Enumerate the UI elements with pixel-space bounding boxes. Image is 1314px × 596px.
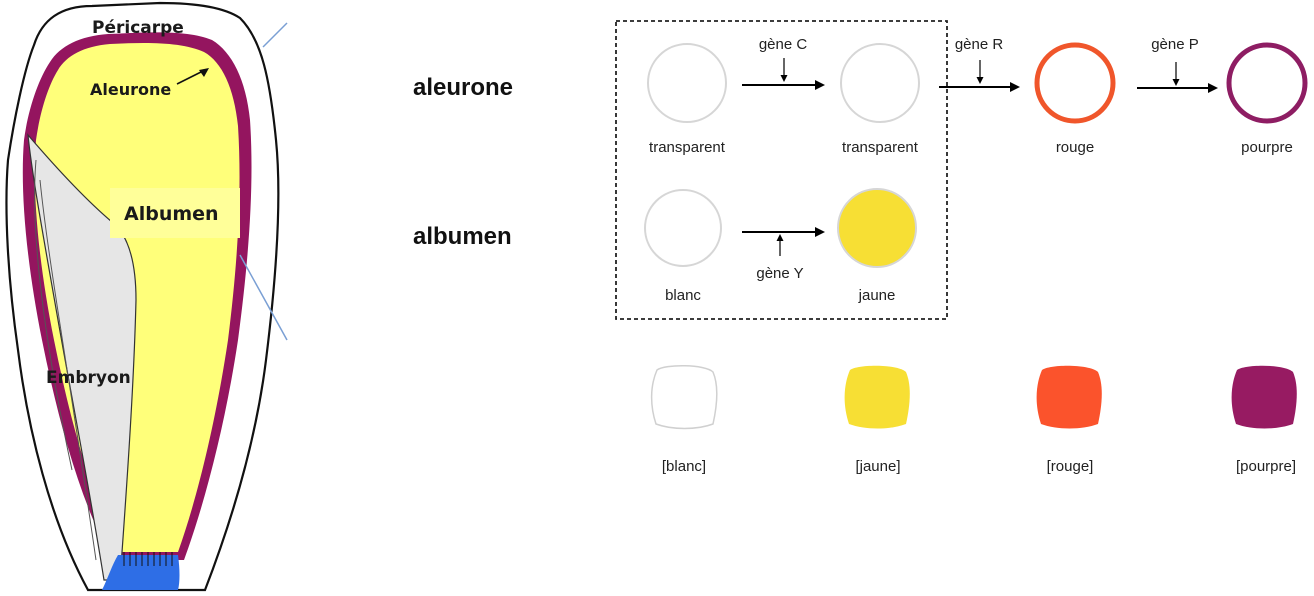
node-aleurone-transparent-2	[840, 43, 920, 123]
phenotype-shape-jaune	[844, 365, 910, 429]
node-albumen-jaune	[837, 188, 917, 268]
gene-c-label: gène C	[759, 36, 808, 53]
label-aleurone: Aleurone	[90, 80, 171, 99]
phenotype-shape-pourpre	[1231, 365, 1297, 429]
dashed-box	[615, 20, 948, 320]
base-fringe	[123, 552, 173, 566]
node-aleurone-rouge	[1034, 42, 1116, 124]
label-pericarp: Péricarpe	[92, 18, 184, 38]
label-albumen: Albumen	[124, 203, 219, 225]
label-aleurone-node-2: transparent	[842, 139, 919, 156]
embryo-inner-line	[39, 179, 97, 561]
gene-r-label: gène R	[955, 36, 1004, 53]
phenotype-label-jaune: [jaune]	[855, 458, 900, 475]
aleurone-pathway: transparent transparent rouge pourpre gè…	[647, 36, 1308, 156]
gene-p-label: gène P	[1151, 36, 1199, 53]
phenotype-label-blanc: [blanc]	[662, 458, 706, 475]
embryo-inner-line	[34, 159, 73, 471]
leader-line	[239, 254, 288, 341]
label-aleurone-node-1: transparent	[649, 139, 726, 156]
phenotype-shape-rouge	[1036, 365, 1102, 429]
row-title-aleurone: aleurone	[413, 74, 513, 101]
leader-line	[262, 22, 288, 48]
albumen-label-highlight	[110, 188, 240, 238]
phenotypes: [blanc] [jaune] [rouge] [pourpre]	[650, 365, 1297, 475]
phenotype-shape-blanc	[650, 365, 718, 430]
node-aleurone-pourpre	[1226, 42, 1308, 124]
albumen-pathway: blanc jaune gène Y	[644, 188, 917, 304]
label-embryo: Embryon	[46, 368, 131, 388]
label-aleurone-node-4: pourpre	[1241, 139, 1293, 156]
gene-y-label: gène Y	[756, 265, 803, 282]
aleurone-pointer-arrow	[176, 68, 209, 85]
phenotype-label-pourpre: [pourpre]	[1236, 458, 1296, 475]
phenotype-label-rouge: [rouge]	[1047, 458, 1094, 475]
label-albumen-node-2: jaune	[858, 287, 896, 304]
node-aleurone-transparent-1	[647, 43, 727, 123]
label-aleurone-node-3: rouge	[1056, 139, 1094, 156]
node-albumen-blanc	[644, 189, 722, 267]
kernel-illustration: Péricarpe Aleurone Albumen Embryon	[5, 1, 280, 592]
row-title-albumen: albumen	[413, 223, 512, 250]
label-albumen-node-1: blanc	[665, 287, 701, 304]
